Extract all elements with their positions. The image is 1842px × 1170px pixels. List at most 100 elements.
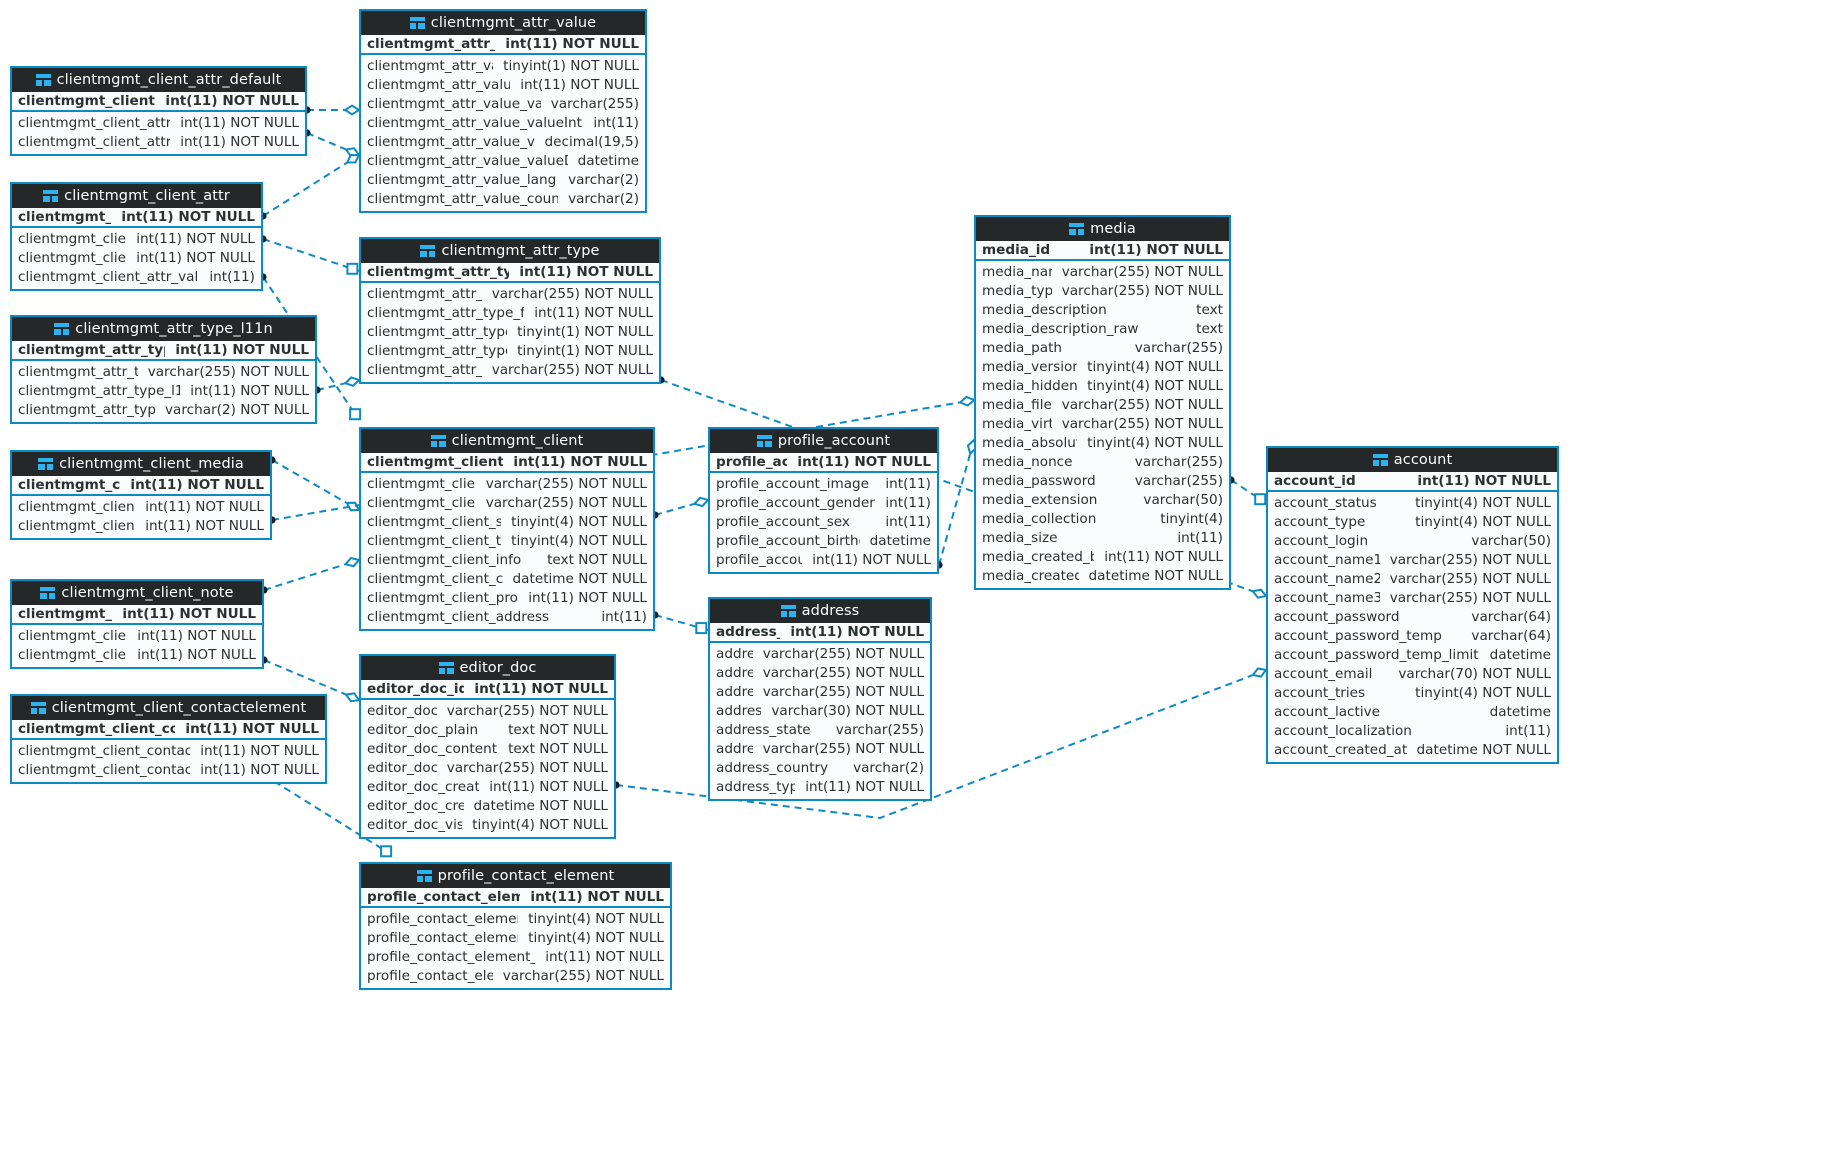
- column-row[interactable]: editor_doc_virtualvarchar(255) NOT NULL: [361, 759, 614, 778]
- column-row[interactable]: media_virtualvarchar(255) NOT NULL: [976, 415, 1229, 434]
- column-row[interactable]: clientmgmt_attr_type_l11n_titlevarchar(2…: [12, 363, 315, 382]
- table-header-clientmgmt_client_media[interactable]: clientmgmt_client_media: [12, 452, 270, 476]
- column-row[interactable]: clientmgmt_attr_value_defaulttinyint(1) …: [361, 57, 645, 76]
- column-row[interactable]: clientmgmt_attr_type_patternvarchar(255)…: [361, 361, 659, 380]
- column-row[interactable]: profile_contact_element_contentvarchar(2…: [361, 967, 670, 986]
- column-row[interactable]: clientmgmt_attr_type_namevarchar(255) NO…: [361, 285, 659, 304]
- table-header-clientmgmt_client_note[interactable]: clientmgmt_client_note: [12, 581, 262, 605]
- column-row[interactable]: profile_contact_element_orderint(11) NOT…: [361, 948, 670, 967]
- table-header-clientmgmt_client[interactable]: clientmgmt_client: [361, 429, 653, 453]
- table-clientmgmt_client_note[interactable]: clientmgmt_client_noteclientmgmt_client_…: [10, 579, 264, 669]
- table-clientmgmt_client_attr[interactable]: clientmgmt_client_attr clientmgmt_client_…: [10, 182, 263, 291]
- column-row[interactable]: clientmgmt_attr_value_valueDecdecimal(19…: [361, 133, 645, 152]
- column-row[interactable]: clientmgmt_attr_type_requiredtinyint(1) …: [361, 342, 659, 361]
- table-header-editor_doc[interactable]: editor_doc: [361, 656, 614, 680]
- column-row[interactable]: clientmgmt_client_no_reversevarchar(255)…: [361, 494, 653, 513]
- primary-key-row[interactable]: clientmgmt_client_contactelement_idint(1…: [12, 721, 325, 740]
- primary-key-row[interactable]: clientmgmt_client_attr_default_idint(11)…: [12, 93, 305, 112]
- table-header-media[interactable]: media: [976, 217, 1229, 241]
- column-row[interactable]: address_namevarchar(255) NOT NULL: [710, 645, 930, 664]
- table-header-clientmgmt_attr_type[interactable]: clientmgmt_attr_type: [361, 239, 659, 263]
- column-row[interactable]: clientmgmt_attr_type_customtinyint(1) NO…: [361, 323, 659, 342]
- column-row[interactable]: address_typeint(11) NOT NULL: [710, 778, 930, 797]
- column-row[interactable]: address_addressvarchar(255) NOT NULL: [710, 683, 930, 702]
- column-row[interactable]: clientmgmt_attr_type_l11n_langvarchar(2)…: [12, 401, 315, 420]
- column-row[interactable]: clientmgmt_client_attr_typeint(11) NOT N…: [12, 249, 261, 268]
- column-row[interactable]: editor_doc_titlevarchar(255) NOT NULL: [361, 702, 614, 721]
- table-profile_account[interactable]: profile_accountprofile_account_idint(11)…: [708, 427, 939, 574]
- table-header-clientmgmt_client_attr[interactable]: clientmgmt_client_attr: [12, 184, 261, 208]
- table-clientmgmt_client[interactable]: clientmgmt_clientclientmgmt_client_idint…: [359, 427, 655, 631]
- table-header-clientmgmt_attr_value[interactable]: clientmgmt_attr_value: [361, 11, 645, 35]
- column-row[interactable]: media_namevarchar(255) NOT NULL: [976, 263, 1229, 282]
- column-row[interactable]: clientmgmt_client_attr_default_valueint(…: [12, 133, 305, 152]
- column-row[interactable]: profile_contact_element_subtypetinyint(4…: [361, 929, 670, 948]
- column-row[interactable]: profile_account_accountint(11) NOT NULL: [710, 551, 937, 570]
- table-header-clientmgmt_attr_type_l11n[interactable]: clientmgmt_attr_type_l11n: [12, 317, 315, 341]
- table-clientmgmt_client_media[interactable]: clientmgmt_client_mediaclientmgmt_client…: [10, 450, 272, 540]
- table-header-clientmgmt_client_attr_default[interactable]: clientmgmt_client_attr_default: [12, 68, 305, 92]
- column-row[interactable]: address_additionvarchar(255) NOT NULL: [710, 664, 930, 683]
- column-row[interactable]: clientmgmt_client_contactelement_dstint(…: [12, 742, 325, 761]
- column-row[interactable]: clientmgmt_client_profileint(11) NOT NUL…: [361, 589, 653, 608]
- column-row[interactable]: profile_account_birthdaydatetime: [710, 532, 937, 551]
- table-clientmgmt_attr_value[interactable]: clientmgmt_attr_valueclientmgmt_attr_val…: [359, 9, 647, 213]
- table-header-clientmgmt_client_contactelement[interactable]: clientmgmt_client_contactelement: [12, 696, 325, 720]
- column-row[interactable]: clientmgmt_client_attr_default_typeint(1…: [12, 114, 305, 133]
